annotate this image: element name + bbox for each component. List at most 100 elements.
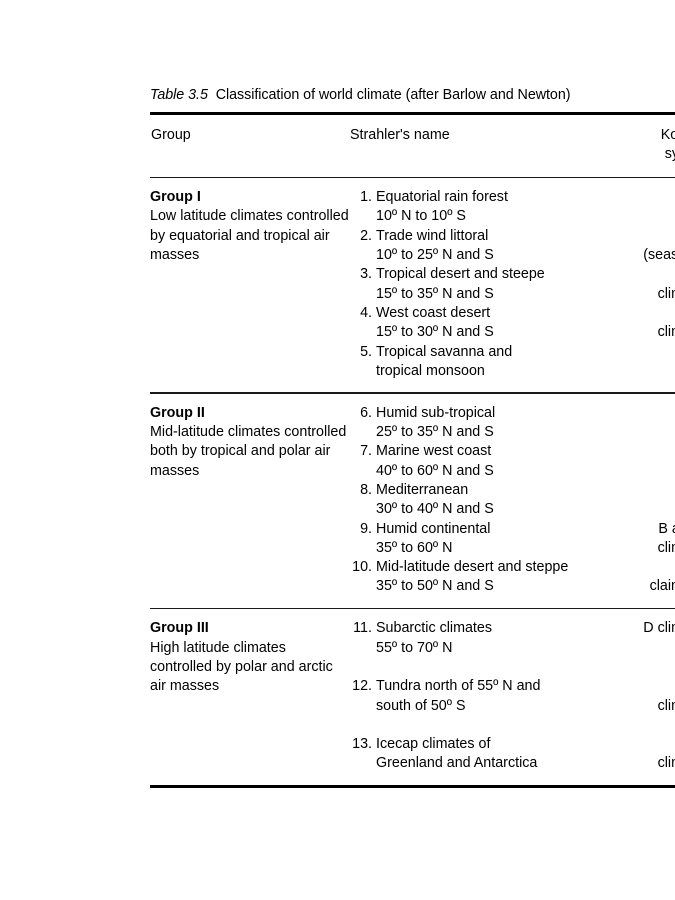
group-title: Group II xyxy=(150,404,205,421)
item-range: 55º to 70º N xyxy=(376,639,453,656)
koppen-line: B and D xyxy=(658,520,675,537)
koppen-line: Am xyxy=(630,362,675,381)
koppen-line: climates xyxy=(657,755,675,772)
item-body: Marine west coast 40º to 60º N and S xyxy=(376,442,630,481)
koppen-line: claimates xyxy=(649,578,675,595)
item-number: 4. xyxy=(360,304,372,321)
koppen-line: BWk xyxy=(630,304,675,323)
koppen-symbol-cell: Cfa Cfb Csa B and D climates BSk claimat… xyxy=(630,404,675,597)
item-number: 7. xyxy=(360,443,372,460)
table-row: Group III High latitude climates control… xyxy=(150,609,675,784)
table-bottom-rule xyxy=(150,784,675,788)
column-header-koppen-line2: symbol xyxy=(664,146,675,163)
koppen-symbol-cell: Af Am (seasonal) BWh climates BWk climat… xyxy=(630,188,675,381)
item-name: Icecap climates of xyxy=(376,736,491,753)
item-body: Mediterranean 30º to 40º N and S xyxy=(376,481,630,520)
header-separator-rule xyxy=(150,176,675,179)
item-number: 6. xyxy=(360,404,372,421)
climate-list: 11. Subarctic climates 55º to 70º N 12. … xyxy=(350,619,630,773)
list-item: 13. Icecap climates of Greenland and Ant… xyxy=(350,735,630,774)
item-body: Trade wind littoral 10º to 25º N and S xyxy=(376,227,630,266)
table-header-row: Group Strahler's name Koppen symbol xyxy=(150,115,675,177)
item-name: Tropical savanna and xyxy=(376,343,513,360)
item-name: Tropical desert and steepe xyxy=(376,266,545,283)
koppen-line: climates xyxy=(657,539,675,556)
item-range: 35º to 50º N and S xyxy=(376,578,494,595)
koppen-line: BWh xyxy=(630,265,675,284)
item-name: Mediterranean xyxy=(376,481,469,498)
item-body: Subarctic climates 55º to 70º N xyxy=(376,619,630,658)
group-title: Group III xyxy=(150,620,209,637)
item-range: Greenland and Antarctica xyxy=(376,755,538,772)
column-header-strahler-name: Strahler's name xyxy=(350,127,450,143)
group-cell: Group III High latitude climates control… xyxy=(150,619,350,773)
item-body: Mid-latitude desert and steppe 35º to 50… xyxy=(376,558,630,597)
koppen-line: Dfc xyxy=(630,639,675,658)
item-name: Subarctic climates xyxy=(376,620,493,637)
group-description: High latitude climates controlled by pol… xyxy=(150,639,333,695)
item-body: Humid continental 35º to 60º N xyxy=(376,520,630,559)
koppen-line: Aw xyxy=(630,343,675,362)
item-range: 35º to 60º N xyxy=(376,539,453,556)
table-caption-label: Table 3.5 xyxy=(150,87,208,103)
group-cell: Group I Low latitude climates controlled… xyxy=(150,188,350,381)
koppen-line: Csa xyxy=(630,481,675,500)
item-body: Equatorial rain forest 10º N to 10º S xyxy=(376,188,630,227)
column-header-koppen-symbol: Koppen symbol xyxy=(630,126,675,165)
list-item: 5. Tropical savanna and tropical monsoon xyxy=(350,343,630,382)
group-cell: Group II Mid-latitude climates controlle… xyxy=(150,404,350,597)
item-range: 25º to 35º N and S xyxy=(376,424,494,441)
group-description: Low latitude climates controlled by equa… xyxy=(150,208,349,264)
item-name: Humid sub-tropical xyxy=(376,404,496,421)
list-item: 11. Subarctic climates 55º to 70º N xyxy=(350,619,630,658)
item-name: West coast desert xyxy=(376,304,491,321)
list-item: 1. Equatorial rain forest 10º N to 10º S xyxy=(350,188,630,227)
item-name: Humid continental xyxy=(376,520,491,537)
group-separator-rule xyxy=(150,392,675,394)
item-number: 8. xyxy=(360,481,372,498)
item-body: West coast desert 15º to 30º N and S xyxy=(376,304,630,343)
koppen-line: (seasonal) xyxy=(643,247,675,264)
koppen-line: Cfb xyxy=(630,442,675,461)
column-header-group: Group xyxy=(151,127,191,143)
strahler-name-cell: 6. Humid sub-tropical 25º to 35º N and S… xyxy=(350,404,630,597)
item-body: Tropical desert and steepe 15º to 35º N … xyxy=(376,265,630,304)
strahler-name-cell: 11. Subarctic climates 55º to 70º N 12. … xyxy=(350,619,630,773)
column-header-koppen-line1: Koppen xyxy=(660,127,675,143)
item-name: Tundra north of 55º N and xyxy=(376,678,541,695)
climate-list: 6. Humid sub-tropical 25º to 35º N and S… xyxy=(350,404,630,597)
list-item: 3. Tropical desert and steepe 15º to 35º… xyxy=(350,265,630,304)
item-name: Equatorial rain forest xyxy=(376,189,508,206)
item-number: 9. xyxy=(360,520,372,537)
table-row: Group II Mid-latitude climates controlle… xyxy=(150,394,675,608)
strahler-name-cell: 1. Equatorial rain forest 10º N to 10º S… xyxy=(350,188,630,381)
item-number: 5. xyxy=(360,343,372,360)
item-name: Trade wind littoral xyxy=(376,227,489,244)
item-range: 30º to 40º N and S xyxy=(376,501,494,518)
item-number: 10. xyxy=(352,559,372,576)
koppen-line: Am xyxy=(630,227,675,246)
koppen-line: BSk xyxy=(630,558,675,577)
item-body: Icecap climates of Greenland and Antarct… xyxy=(376,735,630,774)
item-number: 12. xyxy=(352,678,372,695)
koppen-line: ET xyxy=(630,677,675,696)
table-caption-text: Classification of world climate (after B… xyxy=(215,87,571,103)
item-range: 15º to 30º N and S xyxy=(376,324,494,341)
list-item: 10. Mid-latitude desert and steppe 35º t… xyxy=(350,558,630,597)
group-separator-rule xyxy=(150,607,675,610)
item-body: Humid sub-tropical 25º to 35º N and S xyxy=(376,404,630,443)
list-item: 7. Marine west coast 40º to 60º N and S xyxy=(350,442,630,481)
list-item: 4. West coast desert 15º to 30º N and S xyxy=(350,304,630,343)
group-title: Group I xyxy=(150,189,201,206)
item-range: 15º to 35º N and S xyxy=(376,285,494,302)
table-top-rule xyxy=(150,112,675,115)
table-row: Group I Low latitude climates controlled… xyxy=(150,178,675,392)
item-number: 2. xyxy=(360,227,372,244)
koppen-line: climates xyxy=(657,324,675,341)
item-range: 40º to 60º N and S xyxy=(376,462,494,479)
item-range: 10º N to 10º S xyxy=(376,208,466,225)
koppen-line: D climates xyxy=(643,620,675,637)
climate-classification-table: Table 3.5 Classification of world climat… xyxy=(150,86,675,788)
list-item: 2. Trade wind littoral 10º to 25º N and … xyxy=(350,227,630,266)
item-name: Mid-latitude desert and steppe xyxy=(376,559,569,576)
